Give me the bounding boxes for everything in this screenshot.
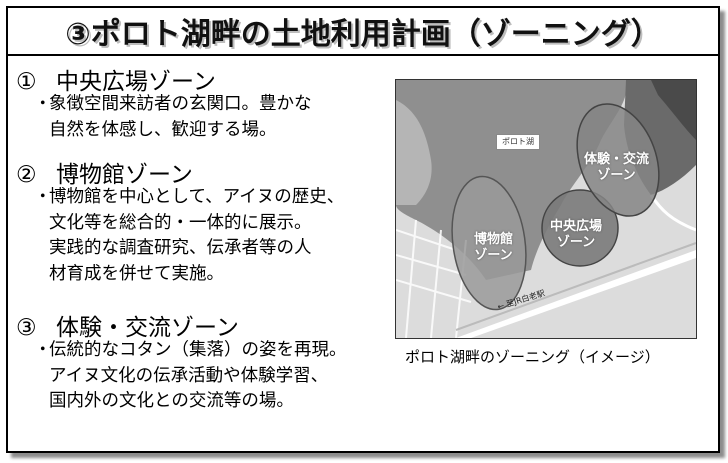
description-line: ・伝統的なコタン（集落）の姿を再現。 (34, 338, 347, 364)
forest-dark-area (651, 80, 696, 140)
central-zone-label: 中央広場ゾーン (550, 219, 603, 250)
shore-area (396, 100, 432, 205)
description-line: アイヌ文化の伝承活動や体験学習、 (49, 365, 329, 386)
central-zone-shape (541, 189, 619, 267)
description-line: 実践的な調査研究、伝承者等の人 (49, 238, 312, 258)
zone-heading-central: ① 中央広場ゾーン (16, 62, 216, 96)
zone-number: ③ (16, 315, 37, 341)
lake-label: ポロト湖 (496, 134, 540, 150)
zone-description-central: ・象徴空間来訪者の玄関口。豊かな 自然を体感し、歓迎する場。 (34, 92, 312, 143)
zone-number: ① (16, 69, 37, 95)
zoning-map: ポロト湖 博物館ゾーン 中央広場ゾーン 体験・交流ゾーン ← 至JR白老駅 (395, 79, 697, 339)
bullet: ・ (34, 187, 52, 207)
museum-zone-shape (451, 175, 527, 311)
zone-description-museum: ・博物館を中心として、アイヌの歴史、 文化等を総合的・一体的に展示。 実践的な調… (34, 185, 344, 287)
description-line: 文化等を総合的・一体的に展示。 (49, 212, 312, 233)
museum-zone-label: 博物館ゾーン (474, 232, 514, 263)
map-illustration (396, 80, 696, 338)
description-line: 材育成を併せて実施。 (49, 263, 224, 284)
street-grid (396, 219, 472, 338)
description-line: 自然を体感し、歓迎する場。 (49, 119, 277, 140)
zone-heading-experience: ③ 体験・交流ゾーン (16, 308, 239, 342)
description-line: 国内外の文化との交流等の場。 (49, 391, 294, 411)
description-line: ・博物館を中心として、アイヌの歴史、 (34, 185, 344, 211)
zone-title: 博物館ゾーン (56, 162, 193, 188)
experience-zone-shape (576, 103, 660, 217)
zone-heading-museum: ② 博物館ゾーン (16, 155, 193, 189)
zone-title: 体験・交流ゾーン (56, 315, 239, 341)
bullet: ・ (34, 94, 52, 114)
railway (456, 250, 696, 338)
experience-zone-label: 体験・交流ゾーン (584, 152, 650, 183)
zone-number: ② (16, 162, 37, 188)
zone-title: 中央広場ゾーン (56, 69, 216, 95)
page-header: ③ポロト湖畔の土地利用計画（ゾーニング） (8, 8, 718, 56)
description-line: ・象徴空間来訪者の玄関口。豊かな (34, 92, 312, 118)
map-caption: ポロト湖畔のゾーニング（イメージ） (405, 348, 660, 366)
road-line (455, 242, 696, 331)
page-title: ③ポロト湖畔の土地利用計画（ゾーニング） (65, 17, 661, 52)
zone-description-experience: ・伝統的なコタン（集落）の姿を再現。 アイヌ文化の伝承活動や体験学習、 国内外の… (34, 338, 347, 415)
bullet: ・ (34, 340, 52, 360)
